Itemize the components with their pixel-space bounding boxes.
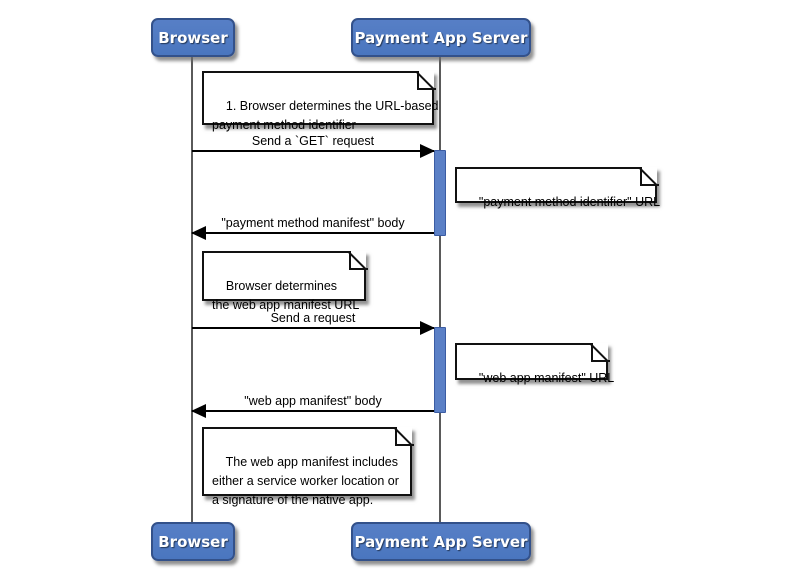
message-label: "web app manifest" body [244,394,382,408]
actor-browser-label: Browser [158,532,228,551]
message-line [192,150,434,152]
actor-browser-label: Browser [158,28,228,47]
message-web-app-manifest-body: "web app manifest" body [191,392,434,418]
note-text: Browser determines the web app manifest … [212,279,360,312]
note-fold-icon [591,343,610,362]
note-text: The web app manifest includes either a s… [212,455,399,507]
arrowhead-left-icon [191,226,206,240]
note-web-app-manifest-contents: The web app manifest includes either a s… [202,427,414,507]
message-line [192,410,434,412]
note-payment-method-identifier-url: "payment method identifier" URL [455,167,660,209]
actor-server-label: Payment App Server [354,28,528,47]
note-text: 1. Browser determines the URL-based paym… [212,99,439,132]
actor-server-top: Payment App Server [351,18,531,57]
message-send-get-request: Send a `GET` request [192,132,435,158]
message-payment-method-manifest-body: "payment method manifest" body [191,214,434,240]
note-text: "web app manifest" URL [478,371,615,385]
note-web-app-manifest-url: "web app manifest" URL [455,343,614,385]
actor-browser-top: Browser [151,18,235,57]
note-fold-icon [395,427,414,446]
message-label: "payment method manifest" body [221,216,405,230]
note-fold-icon [417,71,436,90]
actor-server-label: Payment App Server [354,532,528,551]
arrowhead-right-icon [420,144,435,158]
message-line [192,327,434,329]
message-label: Send a `GET` request [251,134,375,148]
actor-server-bottom: Payment App Server [351,522,531,561]
note-payment-method-identifier-step: 1. Browser determines the URL-based paym… [202,71,439,132]
server-lifeline [439,57,441,522]
browser-lifeline [191,57,193,522]
message-send-a-request: Send a request [192,309,435,335]
note-web-app-manifest-url-step: Browser determines the web app manifest … [202,251,368,312]
server-activation-1 [434,150,446,236]
note-text: "payment method identifier" URL [478,195,661,209]
message-line [192,232,434,234]
server-activation-2 [434,327,446,413]
note-fold-icon [640,167,659,186]
actor-browser-bottom: Browser [151,522,235,561]
arrowhead-left-icon [191,404,206,418]
arrowhead-right-icon [420,321,435,335]
message-label: Send a request [270,311,356,325]
note-fold-icon [349,251,368,270]
